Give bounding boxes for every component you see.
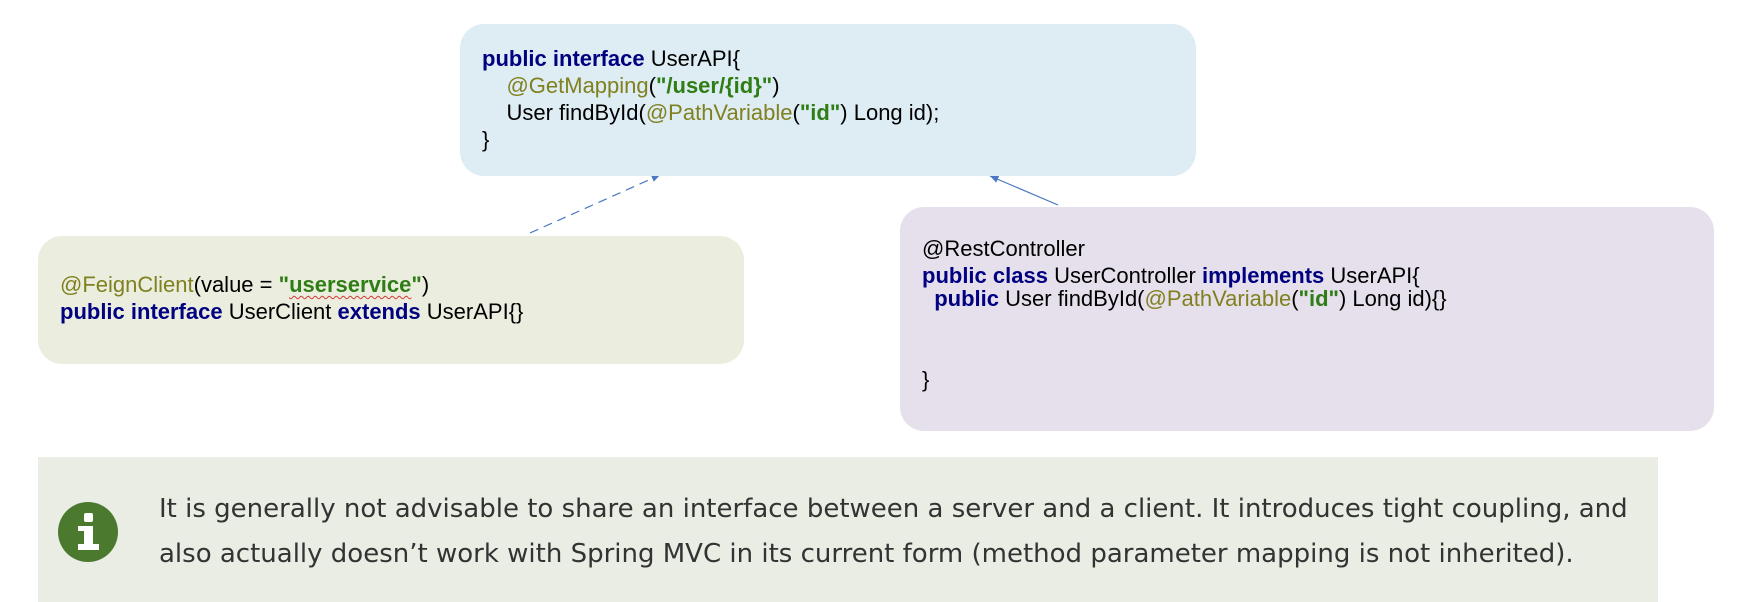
client-line-1: @FeignClient(value = "userservice") [60, 272, 430, 297]
api-line-3: User findById(@PathVariable("id") Long i… [506, 100, 940, 125]
api-line-1: public interface UserAPI{ [482, 46, 740, 71]
api-line-2: @GetMapping("/user/{id}") [506, 73, 780, 98]
ctrl-line-4: } [922, 367, 930, 392]
ctrl-line-2: public class UserController implements U… [922, 263, 1420, 288]
api-line-4: } [482, 127, 490, 152]
ctrl-line-1: @RestController [922, 236, 1085, 261]
note-text: It is generally not advisable to share a… [159, 494, 1628, 569]
service-name: userservice [289, 272, 412, 297]
client-line-2: public interface UserClient extends User… [60, 299, 524, 324]
info-icon [58, 502, 118, 562]
info-admonition: It is generally not advisable to share a… [38, 457, 1658, 602]
feign-client-box: @FeignClient(value = "userservice")publi… [38, 236, 744, 364]
user-api-interface-box: public interface UserAPI{ @GetMapping("/… [460, 24, 1196, 176]
ctrl-line-3: public User findById(@PathVariable("id")… [934, 286, 1447, 311]
client-to-api-dashed-arrow [529, 174, 661, 234]
controller-to-api-arrow [989, 175, 1059, 206]
